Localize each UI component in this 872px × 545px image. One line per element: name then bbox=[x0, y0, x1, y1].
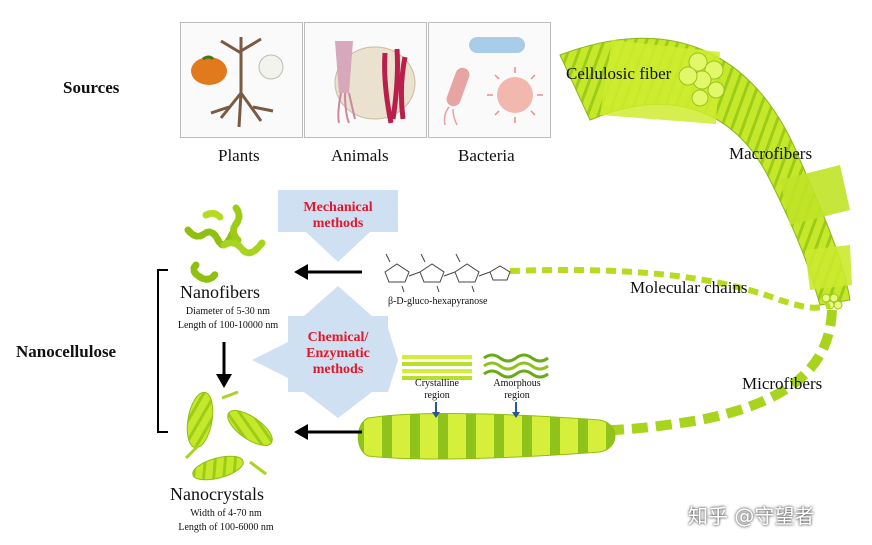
arrow-down-nanofibers-to-nanocrystals bbox=[216, 342, 232, 388]
animals-label: Animals bbox=[331, 146, 389, 165]
cellulosic-fiber-graphic bbox=[559, 37, 852, 310]
bacteria-image-box bbox=[428, 22, 551, 138]
nanocrystals-length: Length of 100-6000 nm bbox=[178, 522, 274, 533]
nanocellulose-bracket bbox=[157, 269, 168, 433]
crystalline-region-symbol bbox=[402, 355, 472, 380]
arrow-to-nanocrystals bbox=[294, 424, 362, 440]
amorphous-region-label: Amorphous region bbox=[493, 378, 541, 401]
mechanical-arrow bbox=[278, 190, 398, 262]
bacteria-label: Bacteria bbox=[458, 146, 515, 165]
fiber-end-bundle bbox=[678, 52, 725, 107]
microfibers-label: Microfibers bbox=[742, 374, 823, 393]
animals-image-box bbox=[304, 22, 427, 138]
sources-heading: Sources bbox=[63, 78, 120, 97]
watermark: 知乎 @守望者 bbox=[688, 504, 815, 528]
plants-image-box bbox=[180, 22, 303, 138]
microfibril-graphic bbox=[357, 413, 616, 460]
macrofibers-label: Macrofibers bbox=[729, 144, 813, 163]
bacteria-icon bbox=[443, 37, 543, 126]
amorphous-region-symbol bbox=[483, 353, 549, 379]
microfiber-strand bbox=[559, 309, 837, 436]
plants-label: Plants bbox=[218, 146, 260, 165]
nanocrystals-title: Nanocrystals bbox=[170, 484, 264, 504]
molecule-label: β-D-gluco-hexapyranose bbox=[388, 296, 488, 307]
nanocellulose-heading: Nanocellulose bbox=[16, 342, 117, 361]
nanofibers-diameter: Diameter of 5-30 nm bbox=[185, 306, 271, 317]
arrow-to-nanofibers bbox=[294, 264, 362, 280]
cellulosic-fiber-label: Cellulosic fiber bbox=[566, 64, 672, 83]
nanofibers-title: Nanofibers bbox=[180, 282, 260, 302]
molecular-chains-label: Molecular chains bbox=[630, 278, 748, 297]
crystalline-region-label: Crystalline region bbox=[415, 378, 459, 401]
chemical-methods-label: Chemical/ Enzymatic methods bbox=[306, 330, 370, 377]
glucose-chain-structure bbox=[384, 253, 511, 293]
tree-icon bbox=[191, 37, 284, 128]
mechanical-methods-label: Mechanical methods bbox=[303, 200, 373, 231]
nanofibers-length: Length of 100-10000 nm bbox=[177, 320, 279, 331]
chemical-arrow bbox=[252, 286, 398, 418]
nanofiber-illustration bbox=[184, 204, 266, 283]
animal-icon bbox=[334, 41, 416, 124]
nanocrystals-width: Width of 4-70 nm bbox=[190, 508, 262, 519]
nanocrystal-illustration bbox=[184, 390, 273, 481]
